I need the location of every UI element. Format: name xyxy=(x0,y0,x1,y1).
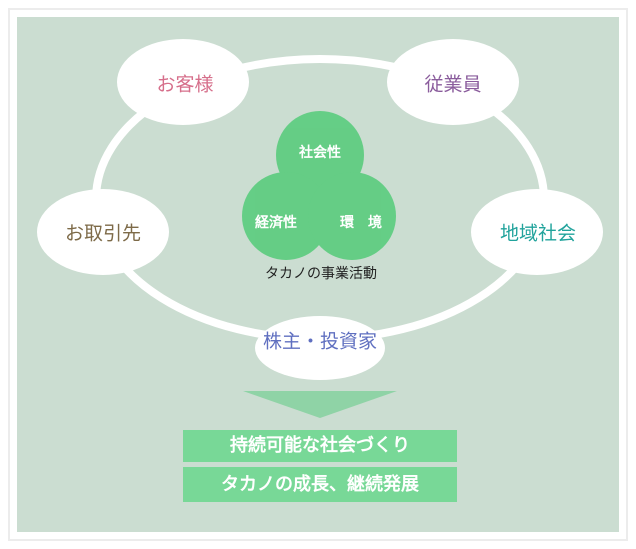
label-shareholders: 株主・投資家 xyxy=(262,330,378,353)
label-customers: お客様 xyxy=(156,73,214,96)
oval-community xyxy=(471,189,603,275)
oval-shareholders xyxy=(255,316,385,380)
outcome-takano-growth: タカノの成長、継続発展 xyxy=(183,467,457,502)
label-partners: お取引先 xyxy=(64,222,142,245)
label-employees: 従業員 xyxy=(424,73,482,96)
venn-caption: タカノの事業活動 xyxy=(265,266,377,282)
outcome-sustainable-society: 持続可能な社会づくり xyxy=(183,430,457,462)
venn-label-economic: 経済性 xyxy=(255,215,297,231)
venn-circle-environment xyxy=(308,172,396,260)
label-community: 地域社会 xyxy=(499,222,577,245)
venn-label-environment: 環 境 xyxy=(340,215,382,231)
venn-circle-economic xyxy=(242,172,330,260)
oval-customers xyxy=(117,39,249,125)
oval-partners xyxy=(37,189,169,275)
oval-employees xyxy=(387,39,519,125)
venn-label-social: 社会性 xyxy=(299,145,341,161)
down-arrow xyxy=(243,391,397,418)
